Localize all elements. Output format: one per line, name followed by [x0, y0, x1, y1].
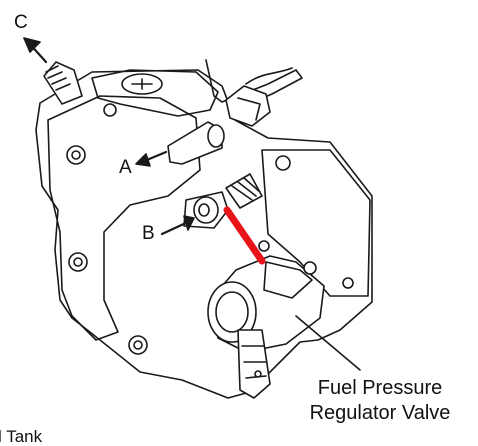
- feed-line: [205, 59, 303, 113]
- label-c: C: [14, 12, 28, 33]
- right-flange: [261, 149, 371, 297]
- pump-front-face: [47, 95, 201, 341]
- regulator-valve-face: [207, 281, 257, 343]
- threaded-stub: [225, 173, 263, 209]
- cut-off-label: l Tank: [0, 427, 43, 446]
- connector-plug: [237, 329, 271, 399]
- top-plate: [91, 69, 219, 117]
- mount-boss-top: [103, 103, 117, 117]
- callout-line-1: Fuel Pressure: [317, 377, 443, 399]
- callout-line-2: Regulator Valve: [309, 402, 451, 424]
- callout-leader: [295, 315, 361, 371]
- pump-body: [35, 69, 373, 399]
- outlet-c-fitting: [43, 61, 83, 105]
- regulator-valve-callout: Fuel Pressure Regulator Valve: [300, 376, 460, 426]
- label-b: B: [142, 223, 155, 244]
- label-a: A: [119, 157, 132, 178]
- highlight-mark: [223, 206, 266, 265]
- hex-nut: [225, 85, 271, 127]
- arrow-b: [160, 220, 190, 236]
